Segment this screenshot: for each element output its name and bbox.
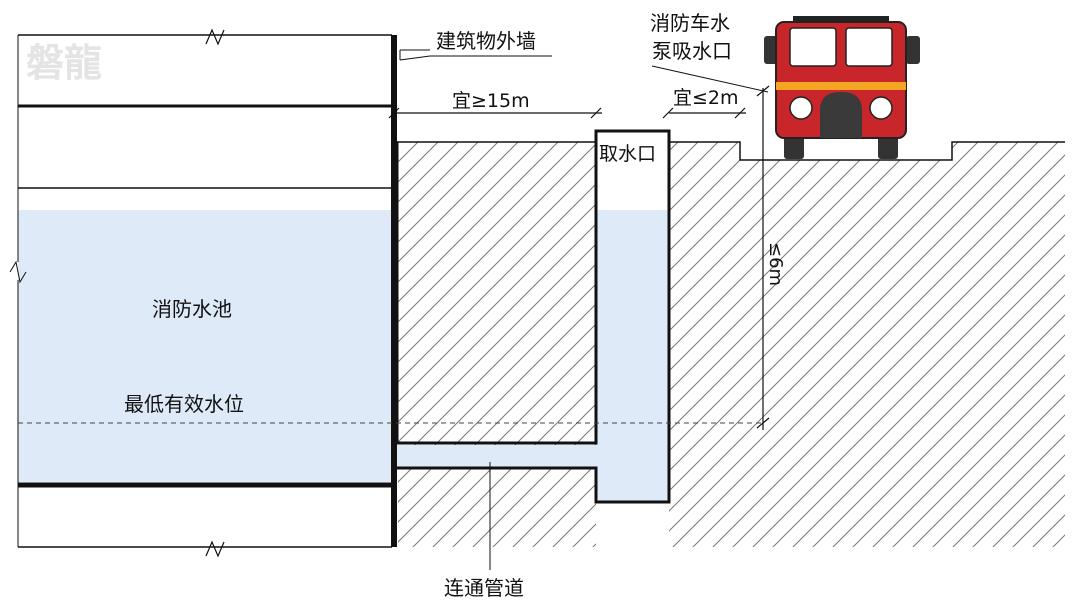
intake-well-outline <box>395 129 671 504</box>
truck-stripe <box>776 82 906 90</box>
label-truck-port-line1: 消防车水 <box>650 11 730 35</box>
label-truck-port-line2: 泵吸水口 <box>652 39 732 63</box>
dimension-lines <box>388 85 770 430</box>
truck-headlight-left <box>789 96 813 120</box>
leader-lines <box>399 49 769 570</box>
truck-mirror-left <box>764 36 778 64</box>
label-depth-6m: ≤6m <box>765 242 786 286</box>
label-fire-pool: 消防水池 <box>152 297 232 321</box>
truck-headlight-right <box>869 96 893 120</box>
soil-hatching <box>398 142 1065 547</box>
truck-wheel-right <box>878 135 898 159</box>
building-structure <box>9 28 392 558</box>
label-distance-15m: 宜≥15m <box>452 90 530 112</box>
truck-windshield-right <box>845 27 893 67</box>
truck-wheel-left <box>784 135 804 159</box>
label-building-wall: 建筑物外墙 <box>436 29 536 53</box>
label-distance-2m: 宜≤2m <box>673 87 739 109</box>
water-areas <box>18 210 669 502</box>
label-water-intake: 取水口 <box>599 143 656 165</box>
watermark-logo: 磐龍 <box>26 41 102 85</box>
ground-surface <box>397 141 1065 161</box>
fire-truck <box>764 16 920 159</box>
truck-mirror-right <box>906 36 920 64</box>
label-connecting-pipe: 连通管道 <box>444 576 524 600</box>
truck-windshield-left <box>789 27 837 67</box>
truck-grille <box>820 92 862 138</box>
label-lowest-water-level: 最低有效水位 <box>124 392 244 416</box>
